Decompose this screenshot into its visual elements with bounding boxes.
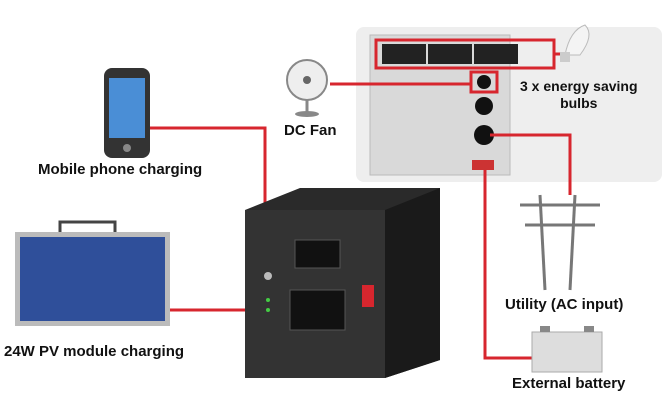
- label-utility: Utility (AC input): [505, 296, 624, 313]
- label-battery: External battery: [512, 375, 626, 392]
- label-pv-module: 24W PV module charging: [4, 343, 185, 360]
- label-bulbs-line1: 3 x energy saving: [520, 78, 638, 94]
- label-bulbs: 3 x energy saving bulbs: [520, 78, 638, 112]
- fan-icon: [286, 59, 328, 117]
- solar-panel-icon: [15, 220, 170, 326]
- label-bulbs-line2: bulbs: [560, 95, 598, 111]
- utility-pole-icon: [520, 194, 600, 291]
- back-panel: [356, 27, 662, 182]
- label-mobile-phone: Mobile phone charging: [38, 161, 203, 178]
- battery-icon: [531, 326, 603, 373]
- bulb-icon: [560, 24, 590, 62]
- mobile-phone-icon: [104, 68, 150, 158]
- label-dc-fan: DC Fan: [284, 122, 337, 139]
- inverter-device: [245, 188, 440, 378]
